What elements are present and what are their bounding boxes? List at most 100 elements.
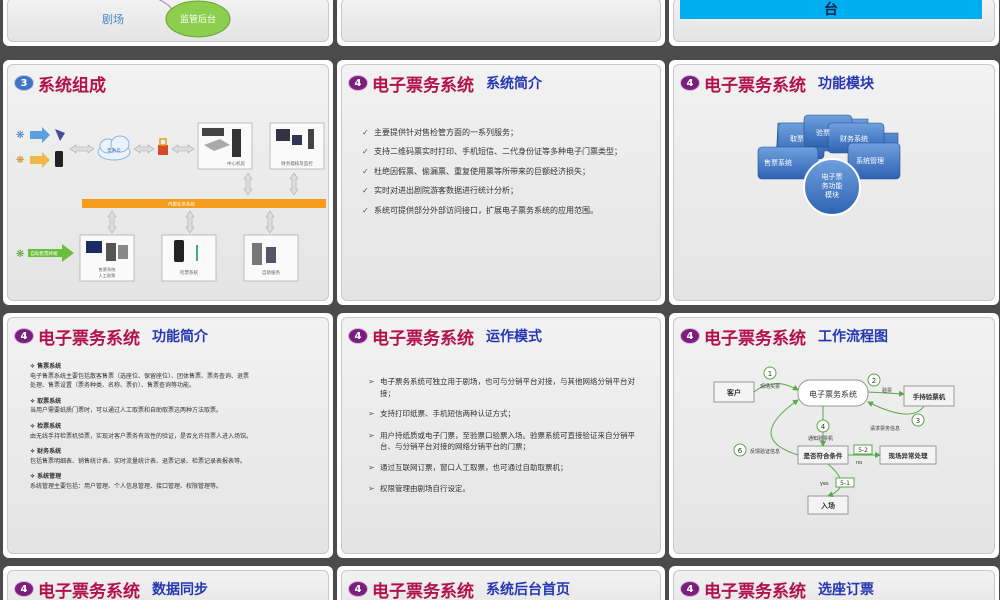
section-heading: ✧ 检票系统 (30, 422, 62, 430)
system-composition-diagram: ❋ ❋ 票务云 中心机房 (16, 122, 326, 282)
slide-title-sub: 数据同步 (152, 582, 208, 598)
check-mark-icon: ✓ (362, 128, 369, 137)
slide-title-main: 电子票务系统 (704, 328, 806, 349)
section-heading: ✧ 售票系统 (30, 363, 62, 370)
core-label-2: 务功能 (822, 181, 843, 190)
section-text: 电子售票系统主要包括散客售票（选座位、保留座位）、团体售票、票务查询、退票 (30, 372, 250, 380)
label-no: no (856, 460, 862, 466)
slide-title-sub: 功能简介 (152, 329, 208, 345)
intro-list: ✓主要提供针对售检管方面的一系列服务； ✓支持二维码票实时打印、手机短信、二代身… (362, 127, 646, 217)
label-buy-on-site: 现场买票 (760, 383, 780, 390)
slide-title-sub: 系统简介 (486, 76, 542, 92)
slide-title-main: 电子票务系统 (372, 581, 474, 600)
slide-title: 4 电子票务系统 运作模式 (348, 324, 542, 349)
module-label-check: 验票 (816, 128, 830, 137)
label-feedback: 反馈验证信息 (750, 448, 780, 455)
core-module-circle (803, 158, 861, 216)
user-icon: ❋ (16, 155, 24, 166)
internal-system-bar (82, 199, 326, 208)
step-5-2-badge: 5-2 (858, 447, 868, 454)
section-text: 处理、售票设置（票务种类、名称、票价）、售票查询等功能。 (30, 382, 196, 390)
slide-operation-mode[interactable]: 4 电子票务系统 运作模式 ➢电子票务系统可独立用于剧场，也可与分销平台对接，与… (337, 313, 665, 558)
slide-title-sub: 系统后台首页 (486, 582, 570, 598)
slide-title-main: 系统组成 (38, 75, 106, 96)
slide-backend-home[interactable]: 4 电子票务系统 系统后台首页 (337, 566, 665, 600)
label-notify-handheld: 通知验票机 (808, 435, 833, 442)
slide-function-modules[interactable]: 4 电子票务系统 功能模块 取票 验票 财务系统 售票系统 系统管理 电子票 务… (669, 60, 999, 305)
slide-system-composition[interactable]: 3 系统组成 ❋ ❋ 票务云 (3, 60, 333, 305)
list-item: ✓支持二维码票实时打印、手机短信、二代身份证等多种电子门票类型； (362, 146, 646, 158)
slide-data-sync[interactable]: 4 电子票务系统 数据同步 (3, 566, 333, 600)
slide-title: 3 系统组成 (14, 71, 106, 96)
slide-title: 4 电子票务系统 系统简介 (348, 71, 542, 96)
step-2-badge: 2 (872, 377, 876, 385)
slide-partial-1[interactable]: 剧场 监管后台 (3, 0, 333, 46)
slide-body: 3 系统组成 ❋ ❋ 票务云 (7, 64, 329, 301)
list-item: ➢通过互联网订票，窗口人工取票，也可通过自助取票机； (368, 462, 648, 474)
module-block (847, 142, 901, 180)
slide-title-sub: 工作流程图 (818, 329, 888, 345)
slide-title-main: 电子票务系统 (372, 75, 474, 96)
monitor-backend-label: 监管后台 (180, 13, 216, 25)
list-item: ➢支持打印纸票、手机短信两种认证方式； (368, 408, 648, 420)
slide-body: 4 电子票务系统 数据同步 (7, 570, 329, 600)
module-label-admin: 系统管理 (856, 156, 884, 165)
slide-function-intro[interactable]: 4 电子票务系统 功能简介 ✧ 售票系统 电子售票系统主要包括散客售票（选座位、… (3, 313, 333, 558)
slide-partial-3[interactable]: 台 (669, 0, 999, 46)
section-number-badge: 3 (14, 75, 34, 91)
step-3-badge: 3 (916, 417, 920, 425)
slide-title: 4 电子票务系统 工作流程图 (680, 324, 888, 349)
slide-title-main: 电子票务系统 (704, 75, 806, 96)
arrow-bullet-icon: ➢ (368, 377, 375, 386)
list-item: ✓杜绝因假票、偷漏票、重复使用票等所带来的巨额经济损失； (362, 166, 646, 178)
slide-title: 4 电子票务系统 数据同步 (14, 577, 208, 600)
slide-title: 4 电子票务系统 选座订票 (680, 577, 874, 600)
module-label-sales: 售票系统 (764, 158, 792, 167)
slide-body: 4 电子票务系统 工作流程图 客户 电子票务系统 手持验票机 是否符合条件 现场… (673, 317, 995, 554)
partial-diagram: 剧场 监管后台 (102, 0, 231, 38)
arrow-bullet-icon: ➢ (368, 409, 375, 419)
user-icon: ❋ (16, 130, 24, 141)
slide-title: 4 电子票务系统 功能简介 (14, 324, 208, 349)
slide-body: 4 电子票务系统 系统后台首页 (341, 570, 661, 600)
section-heading: ✧ 财务系统 (30, 448, 62, 456)
modules-diagram: 取票 验票 财务系统 售票系统 系统管理 电子票 务功能 模块 (757, 114, 901, 216)
svg-text:客户: 客户 (726, 388, 741, 397)
core-label-3: 模块 (825, 190, 839, 199)
slide-title-main: 电子票务系统 (38, 328, 140, 349)
list-item: ✓系统可提供部分外部访问接口，扩展电子票务系统的应用范围。 (362, 205, 646, 217)
slide-body: 4 电子票务系统 选座订票 (673, 570, 995, 600)
workflow-diagram: 客户 电子票务系统 手持验票机 是否符合条件 现场异常处理 入场 1 2 3 4… (713, 366, 955, 515)
section-number-badge: 4 (348, 75, 368, 91)
self-service-arrow (28, 244, 74, 262)
core-label-1: 电子票 (822, 172, 843, 181)
label-yes: yes (820, 481, 829, 487)
slide-title-sub: 运作模式 (486, 329, 542, 345)
slide-seat-booking[interactable]: 4 电子票务系统 选座订票 (669, 566, 999, 600)
label-request-info: 请求票务信息 (870, 425, 900, 432)
arrow-icon (30, 152, 50, 168)
banner-text: 台 (824, 2, 838, 18)
slide-body: 4 电子票务系统 功能模块 取票 验票 财务系统 售票系统 系统管理 电子票 务… (673, 64, 995, 301)
slide-workflow[interactable]: 4 电子票务系统 工作流程图 客户 电子票务系统 手持验票机 是否符合条件 现场… (669, 313, 999, 558)
arrow-bullet-icon: ➢ (368, 484, 375, 494)
step-1-badge: 1 (768, 370, 772, 378)
section-heading: ✧ 取票系统 (30, 397, 62, 405)
user-icon: ❋ (16, 249, 24, 260)
slide-partial-2[interactable] (337, 0, 665, 46)
section-number-badge: 4 (680, 581, 700, 597)
list-item: ➢用户持纸质或电子门票，至验票口验票入场。验票系统可直接验证来自分销平台、与分销… (368, 430, 635, 452)
check-box (161, 234, 217, 282)
internal-system-label: 内部业务系统 (168, 201, 195, 208)
slide-body: 4 电子票务系统 系统简介 ✓主要提供针对售检管方面的一系列服务； ✓支持二维码… (341, 64, 661, 301)
slide-title-sub: 功能模块 (818, 76, 874, 92)
section-text: 当用户需要纸质门票时，可以通过人工取票和自助取票这两种方法取票。 (30, 407, 223, 415)
center-label: 中心机房 (227, 160, 245, 167)
slide-body (341, 0, 661, 42)
check-mark-icon: ✓ (362, 166, 369, 176)
slide-title-sub: 选座订票 (818, 582, 874, 598)
slide-system-intro[interactable]: 4 电子票务系统 系统简介 ✓主要提供针对售检管方面的一系列服务； ✓支持二维码… (337, 60, 665, 305)
slide-title-main: 电子票务系统 (704, 581, 806, 600)
check-mark-icon: ✓ (362, 186, 369, 196)
operation-list: ➢电子票务系统可独立用于剧场，也可与分销平台对接，与其他网络分销平台对接； ➢支… (368, 376, 648, 496)
